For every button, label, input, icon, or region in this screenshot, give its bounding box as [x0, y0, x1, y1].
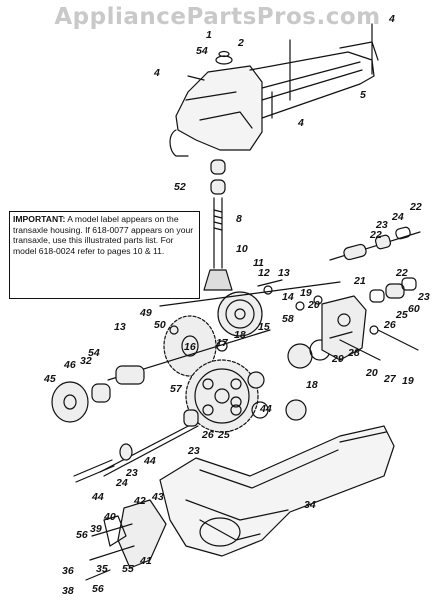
- callout: 36: [62, 565, 74, 577]
- callout: 18: [306, 379, 318, 391]
- callout: 54: [196, 45, 208, 57]
- callout: 49: [139, 307, 152, 319]
- callout: 40: [103, 511, 116, 523]
- callout: 18: [234, 329, 246, 341]
- callout: 2: [237, 37, 244, 49]
- callout: 46: [63, 359, 76, 371]
- callout: 4: [153, 67, 160, 79]
- callout: 24: [391, 211, 404, 223]
- callout: 15: [258, 321, 270, 333]
- callout: 21: [353, 275, 366, 287]
- callout: 44: [259, 403, 272, 415]
- callout: 19: [300, 287, 312, 299]
- bevel-gear: [159, 281, 341, 337]
- callout: 8: [236, 213, 242, 225]
- callout: 29: [331, 353, 344, 365]
- callout-labels: 1 2 54 4 4 4 5 52 8 10 11 12 13 14 19 20…: [43, 13, 430, 597]
- callout: 43: [151, 491, 164, 503]
- callout: 52: [174, 181, 186, 193]
- callout: 22: [369, 229, 382, 241]
- callout: 24: [115, 477, 128, 489]
- callout: 10: [236, 243, 248, 255]
- callout: 27: [383, 373, 397, 385]
- callout: 39: [90, 523, 102, 535]
- lower-axle: [73, 409, 199, 483]
- note-body: A model label appears on the transaxle h…: [13, 214, 194, 256]
- callout: 56: [76, 529, 88, 541]
- callout: 42: [133, 495, 146, 507]
- callout: 14: [282, 291, 294, 303]
- callout: 45: [43, 373, 56, 385]
- callout: 34: [304, 499, 316, 511]
- callout: 23: [375, 219, 388, 231]
- callout: 4: [297, 117, 304, 129]
- callout: 58: [282, 313, 294, 325]
- callout: 23: [417, 291, 430, 303]
- callout: 19: [402, 375, 414, 387]
- callout: 4: [388, 13, 395, 25]
- callout: 50: [154, 319, 166, 331]
- callout: 35: [96, 563, 108, 575]
- callout: 22: [409, 201, 422, 213]
- callout: 55: [122, 563, 134, 575]
- right-bracket: [321, 295, 367, 361]
- right-shaft-assembly: [329, 226, 421, 361]
- middle-gears: [230, 339, 331, 421]
- callout: 5: [360, 89, 366, 101]
- callout: 44: [143, 455, 156, 467]
- lower-housing: [159, 425, 395, 557]
- callout: 32: [80, 355, 92, 367]
- callout: 26: [201, 429, 214, 441]
- callout: 13: [278, 267, 290, 279]
- callout: 20: [307, 299, 320, 311]
- important-note: IMPORTANT: A model label appears on the …: [9, 211, 200, 299]
- note-heading: IMPORTANT:: [13, 214, 66, 224]
- callout: 25: [217, 429, 230, 441]
- callout: 22: [395, 267, 408, 279]
- callout: 28: [347, 347, 360, 359]
- callout: 44: [91, 491, 104, 503]
- callout: 57: [170, 383, 183, 395]
- callout: 25: [395, 309, 408, 321]
- callout: 20: [365, 367, 378, 379]
- left-shaft-assembly: [51, 365, 145, 423]
- callout: 56: [92, 583, 104, 595]
- upper-housing: [169, 23, 379, 157]
- callout: 23: [187, 445, 200, 457]
- bottom-brackets: [85, 499, 167, 581]
- callout: 41: [139, 555, 152, 567]
- callout: 23: [125, 467, 138, 479]
- callout: 1: [206, 29, 212, 41]
- input-shaft: [203, 159, 233, 291]
- callout: 16: [184, 341, 196, 353]
- callout: 60: [408, 303, 420, 315]
- callout: 26: [383, 319, 396, 331]
- callout: 12: [258, 267, 270, 279]
- callout: 11: [253, 257, 264, 269]
- callout: 13: [114, 321, 126, 333]
- callout: 38: [62, 585, 74, 597]
- watermark: AppliancePartsPros.com: [54, 4, 381, 30]
- callout: 54: [88, 347, 100, 359]
- callout: 17: [216, 337, 229, 349]
- large-gear-57: [185, 359, 259, 433]
